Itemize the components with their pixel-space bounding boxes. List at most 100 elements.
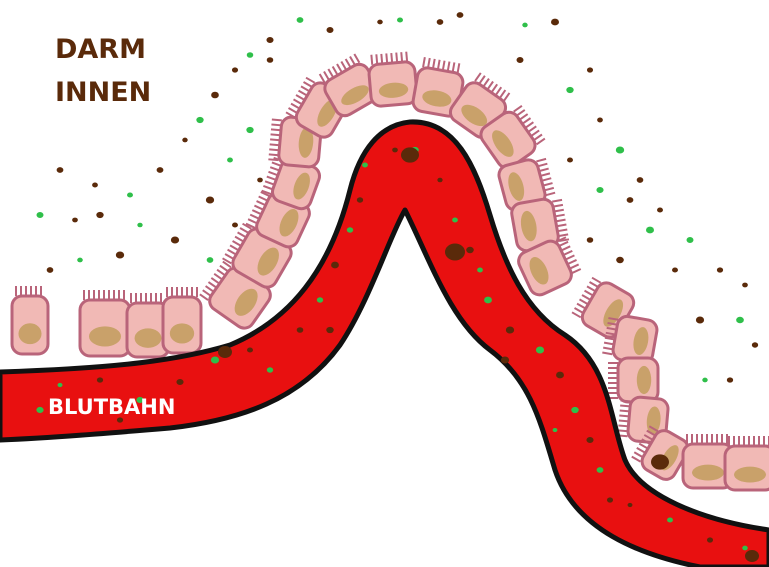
cell-nucleus	[734, 467, 766, 483]
green-particle	[477, 268, 483, 273]
microvillus	[269, 154, 279, 155]
green-particle	[207, 257, 214, 263]
microvillus	[263, 186, 272, 189]
brown-particle	[377, 20, 383, 25]
green-particle	[596, 187, 603, 193]
brown-particle	[672, 267, 678, 272]
brown-particle	[247, 347, 253, 352]
microvillus	[443, 61, 445, 71]
microvillus	[259, 197, 268, 201]
green-particle	[667, 517, 673, 522]
microvillus	[604, 343, 614, 345]
cell-nucleus	[692, 465, 724, 481]
microvillus	[539, 169, 549, 172]
microvillus	[265, 181, 274, 184]
brown-particle	[266, 37, 273, 43]
dark-clump	[218, 346, 232, 358]
brown-particle	[182, 138, 187, 143]
microvillus	[228, 250, 237, 255]
microvillus	[254, 206, 263, 210]
green-particle	[484, 297, 492, 304]
microvillus	[448, 62, 450, 72]
brown-particle	[587, 237, 593, 243]
microvillus	[458, 63, 460, 73]
brown-particle	[437, 178, 442, 182]
microvillus	[557, 229, 567, 231]
brown-particle	[211, 92, 219, 99]
microvillus	[211, 278, 219, 284]
dark-clump	[401, 147, 419, 162]
microvillus	[479, 76, 485, 84]
microvillus	[544, 188, 554, 191]
microvillus	[391, 53, 392, 63]
brown-particle	[567, 157, 573, 162]
epithelial-cell	[725, 436, 769, 490]
cell-nucleus	[89, 326, 121, 346]
brown-particle	[752, 342, 758, 347]
brown-particle	[742, 283, 748, 288]
green-particle	[646, 227, 654, 234]
microvillus	[208, 282, 216, 288]
microvillus	[572, 312, 581, 317]
microvillus	[304, 82, 313, 87]
microvillus	[483, 79, 489, 87]
cell-nucleus	[18, 323, 41, 344]
microvillus	[620, 410, 630, 411]
microvillus	[570, 264, 579, 268]
microvillus	[220, 266, 228, 272]
microvillus	[575, 308, 584, 313]
microvillus	[428, 58, 430, 68]
microvillus	[346, 59, 351, 68]
microvillus	[545, 193, 555, 196]
brown-particle	[727, 377, 733, 382]
green-particle	[536, 347, 544, 354]
brown-particle	[326, 327, 333, 333]
microvillus	[272, 162, 281, 165]
gut-label-line1: DARM	[55, 34, 146, 65]
microvillus	[272, 119, 282, 120]
brown-particle	[392, 148, 398, 153]
green-particle	[267, 367, 273, 372]
microvillus	[333, 67, 338, 76]
green-particle	[566, 87, 573, 93]
cell-nucleus	[170, 323, 194, 343]
gut-label-line2: INNEN	[55, 77, 151, 108]
microvillus	[587, 286, 596, 291]
microvillus	[354, 54, 359, 63]
brown-particle	[616, 257, 624, 263]
microvillus	[553, 205, 563, 207]
microvillus	[577, 304, 586, 309]
microvillus	[585, 291, 594, 296]
microvillus	[328, 69, 333, 78]
microvillus	[619, 420, 629, 421]
brown-particle	[171, 237, 179, 244]
green-particle	[196, 117, 203, 123]
microvillus	[559, 242, 568, 246]
brown-particle	[457, 12, 464, 18]
dark-clump	[745, 550, 759, 562]
brown-particle	[607, 497, 613, 502]
cell-nucleus	[637, 366, 651, 394]
green-particle	[522, 23, 527, 28]
microvillus	[250, 215, 259, 219]
microvillus	[525, 122, 533, 128]
microvillus	[543, 183, 553, 186]
green-particle	[702, 378, 707, 383]
microvillus	[491, 84, 497, 92]
microvillus	[386, 53, 387, 63]
green-particle	[687, 237, 694, 243]
brown-particle	[232, 67, 238, 72]
microvillus	[618, 430, 628, 431]
microvillus	[504, 93, 510, 101]
brown-particle	[628, 503, 633, 507]
microvillus	[500, 90, 506, 98]
dark-clump	[651, 454, 669, 469]
brown-particle	[437, 19, 444, 25]
microvillus	[639, 444, 648, 449]
green-particle	[397, 17, 403, 22]
microvillus	[621, 401, 631, 402]
microvillus	[306, 78, 315, 83]
epithelial-cell	[12, 286, 48, 354]
microvillus	[603, 348, 613, 350]
